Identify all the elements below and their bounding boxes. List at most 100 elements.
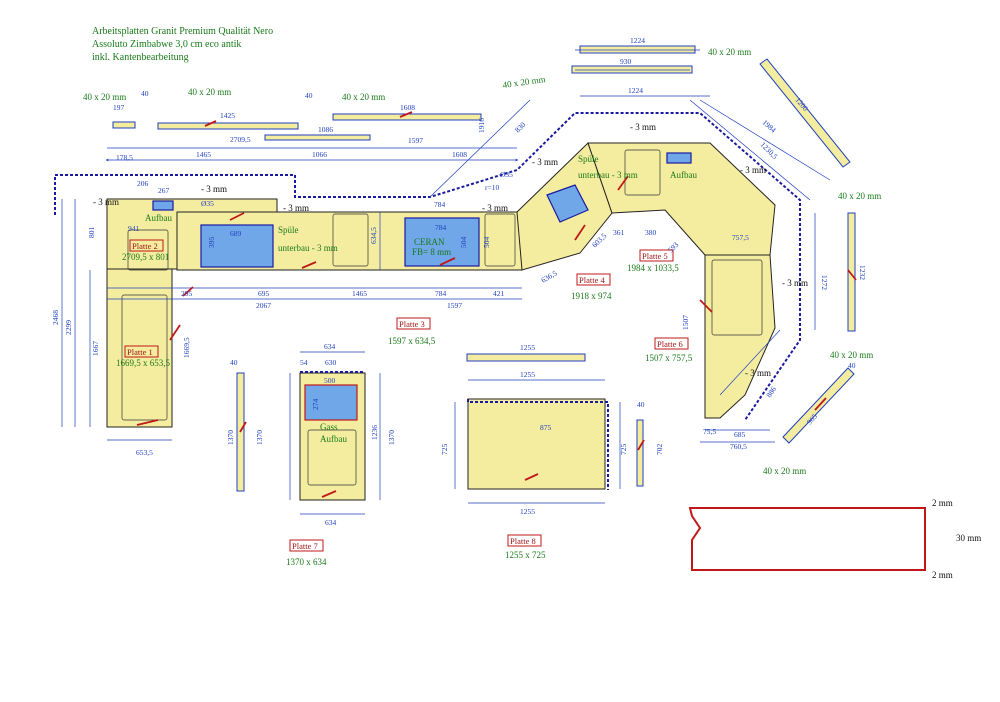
dim-2067: 2067 xyxy=(256,301,271,310)
dim-1916-strip: 1916 xyxy=(477,118,486,133)
platte-2-dims: 2709,5 x 801 xyxy=(122,252,169,262)
edge-top-label: 2 mm xyxy=(932,498,953,508)
strip-1425 xyxy=(157,122,299,130)
minus3-e: - 3 mm xyxy=(532,157,558,167)
cutout-labels: Spüle unterbau - 3 mm Spüle unterbau - 3… xyxy=(93,122,808,444)
dimension-labels: 1465 1066 1608 1597 178,5 267 206 941 68… xyxy=(51,86,856,527)
dim-875: 875 xyxy=(540,423,552,432)
dim-1597-top: 1597 xyxy=(408,136,423,145)
title-line-1: Arbeitsplatten Granit Premium Qualität N… xyxy=(92,26,274,37)
title-line-2: Assoluto Zimbabwe 3,0 cm eco antik xyxy=(92,39,242,50)
dim-830: 830 xyxy=(513,120,527,134)
aufbau-2-cutout xyxy=(666,152,692,164)
dim-40-a: 40 xyxy=(141,89,149,98)
minus3-d: - 3 mm xyxy=(482,203,508,213)
dimension-lines xyxy=(61,49,831,515)
gass-cutout xyxy=(304,384,358,421)
strip-label-2: 40 x 20 mm xyxy=(188,87,231,97)
cabinet-lines xyxy=(121,149,763,486)
title-block: Arbeitsplatten Granit Premium Qualität N… xyxy=(92,25,273,64)
dim-197-strip: 197 xyxy=(113,103,125,112)
dim-40-e: 40 xyxy=(848,361,856,370)
dim-2709-strip: 2709,5 xyxy=(230,135,251,144)
platte-7-label: Platte 7 xyxy=(292,541,318,551)
dim-760: 760,5 xyxy=(730,442,747,451)
ceran-label: CERAN xyxy=(414,237,445,247)
strip-702 xyxy=(636,419,644,487)
strip-label-5: 40 x 20 mm xyxy=(708,47,751,57)
sink-1-cutout xyxy=(200,224,274,268)
radius-10: r=10 xyxy=(485,183,499,192)
dim-1507: 1507 xyxy=(681,315,690,330)
dim-725-a: 725 xyxy=(440,444,449,456)
dim-1255-top: 1255 xyxy=(520,370,535,379)
dim-1255-bottom: 1255 xyxy=(520,507,535,516)
strip-label-1: 40 x 20 mm xyxy=(83,92,126,102)
platte-3-dims: 1597 x 634,5 xyxy=(388,336,436,346)
dim-1224: 1224 xyxy=(628,86,643,95)
platte-4-label: Platte 4 xyxy=(579,275,605,285)
platte-2-label: Platte 2 xyxy=(132,241,158,251)
platte-7-dims: 1370 x 634 xyxy=(286,557,327,567)
dim-361: 361 xyxy=(613,228,625,237)
sink-2-label: Spüle xyxy=(578,154,599,164)
dim-1224-strip: 1224 xyxy=(630,36,645,45)
dim-702: 702 xyxy=(655,444,664,456)
dim-886: 886 xyxy=(764,385,778,400)
dim-689: 689 xyxy=(230,229,242,238)
dim-380: 380 xyxy=(645,228,657,237)
plate-labels: Platte 2 2709,5 x 801 Platte 1 1669,5 x … xyxy=(116,239,693,567)
platte-5-dims: 1984 x 1033,5 xyxy=(627,263,679,273)
dim-421: 421 xyxy=(493,289,505,298)
strip-197 xyxy=(112,121,136,129)
dim-1232-strip: 1232 xyxy=(858,265,867,280)
strip-label-3: 40 x 20 mm xyxy=(342,92,385,102)
minus3-f: - 3 mm xyxy=(630,122,656,132)
strip-dimensions: 1224 930 1425 1608 2709,5 1086 197 1200 … xyxy=(113,36,867,426)
dim-274: 274 xyxy=(311,399,320,411)
strip-1255 xyxy=(466,353,586,362)
dim-941: 941 xyxy=(128,224,140,233)
dim-2299: 2299 xyxy=(64,320,73,335)
dim-685: 685 xyxy=(734,430,746,439)
platte-4-dims: 1918 x 974 xyxy=(571,291,612,301)
platte-6-dims: 1507 x 757,5 xyxy=(645,353,693,363)
dim-40-c: 40 xyxy=(230,358,238,367)
sink-1-sub: unterbau - 3 mm xyxy=(278,243,338,253)
platte-8-dims: 1255 x 725 xyxy=(505,550,546,560)
dim-1272: 1272 xyxy=(820,275,829,290)
dim-784-bottom: 784 xyxy=(435,289,447,298)
strip-labels: 40 x 20 mm 40 x 20 mm 40 x 20 mm 40 x 20… xyxy=(83,47,881,476)
minus3-h: - 3 mm xyxy=(782,278,808,288)
ceran-sub: FB= 8 mm xyxy=(412,247,451,257)
dim-1608: 1608 xyxy=(452,150,467,159)
strip-label-7: 40 x 20 mm xyxy=(830,350,873,360)
dim-634-5: 634,5 xyxy=(369,227,378,244)
dim-1086-strip: 1086 xyxy=(318,125,333,134)
edge-profile: 2 mm 30 mm 2 mm xyxy=(688,498,981,580)
dim-2468: 2468 xyxy=(51,310,60,325)
dim-504: 504 xyxy=(459,237,468,249)
strip-1232 xyxy=(847,212,856,332)
dim-1425-strip: 1425 xyxy=(220,111,235,120)
dim-725-b: 725 xyxy=(619,444,628,456)
dim-634: 634 xyxy=(324,342,336,351)
phi35-a: Ø35 xyxy=(201,199,214,208)
minus3-i: - 3 mm xyxy=(745,368,771,378)
aufbau-2-label: Aufbau xyxy=(670,170,697,180)
edge-bottom-label: 2 mm xyxy=(932,570,953,580)
strip-top-930 xyxy=(571,65,693,74)
aufbau-1-cutout xyxy=(152,200,174,211)
strip-1200 xyxy=(759,58,851,168)
dim-178: 178,5 xyxy=(116,153,133,162)
strip-top-1224 xyxy=(579,45,696,54)
gass-label: Gass xyxy=(320,422,338,432)
dim-695: 695 xyxy=(258,289,270,298)
dim-653-5: 653,5 xyxy=(136,448,153,457)
dim-634-bottom: 634 xyxy=(325,518,337,527)
dim-1667: 1667 xyxy=(91,341,100,356)
dim-295: 295 xyxy=(181,289,193,298)
title-line-3: inkl. Kantenbearbeitung xyxy=(92,52,189,63)
dim-784: 784 xyxy=(435,223,447,232)
